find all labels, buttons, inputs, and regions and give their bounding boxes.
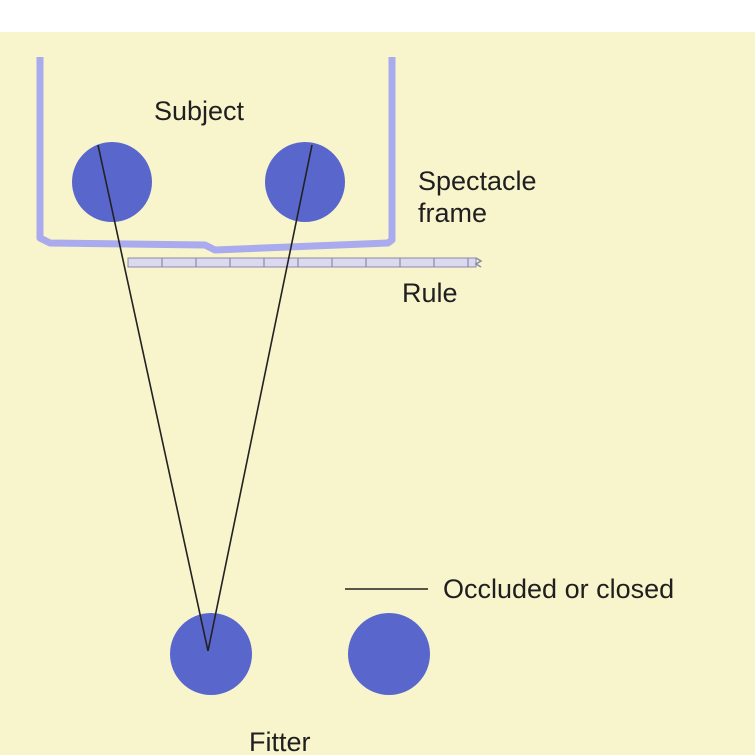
subject-right-pupil: [72, 142, 152, 222]
fitter-label: Fitter: [249, 727, 311, 755]
spectacle-frame-label-line1: Spectacle: [418, 166, 537, 196]
subject-label: Subject: [154, 96, 245, 126]
spectacle-frame-label-line2: frame: [418, 198, 487, 228]
rule-bar: [127, 257, 477, 268]
fitter-left-pupil: [170, 613, 252, 695]
sight-line-to-subject-right-pupil: [97, 144, 209, 652]
rule: [127, 257, 483, 268]
rule-break-mark: [474, 257, 483, 268]
sight-line-to-subject-left-pupil: [207, 144, 313, 652]
spectacle-frame-shape: [36, 57, 396, 254]
fitter-right-pupil-occluded: [348, 613, 430, 695]
rule-label: Rule: [402, 278, 458, 308]
legend-occluded-label: Occluded or closed: [443, 574, 674, 604]
rule-ticks: [161, 258, 469, 267]
